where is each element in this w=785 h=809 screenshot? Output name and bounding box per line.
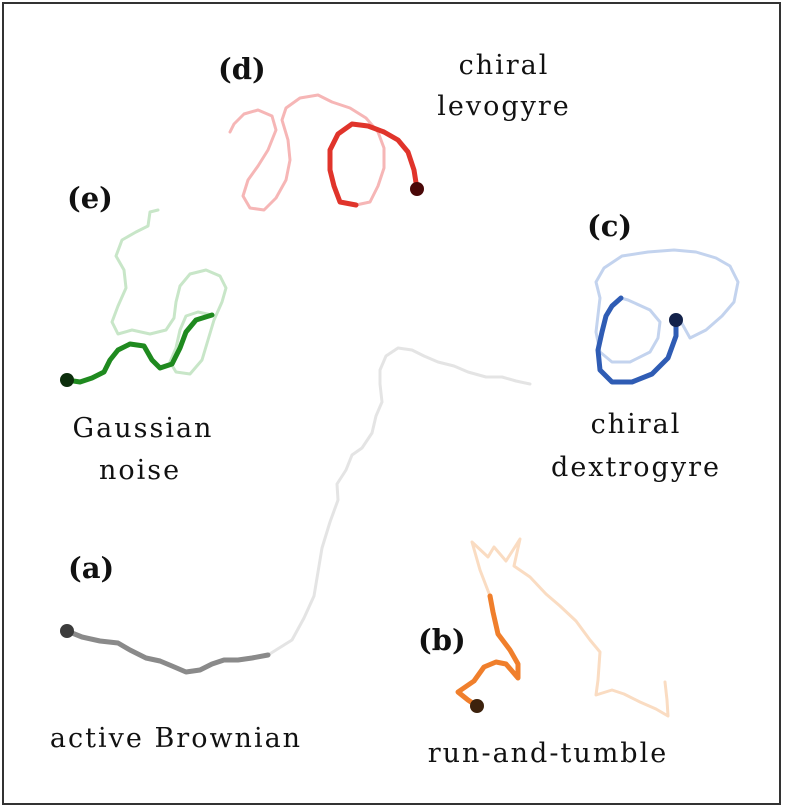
trajectory-d-head [410, 182, 424, 196]
trajectory-b-strong [455, 593, 521, 709]
trajectory-b-head [470, 699, 484, 713]
panel-d-desc-line-2: levogyre [437, 91, 571, 122]
trajectory-a-head [60, 624, 74, 638]
trajectory-a-strong [64, 628, 271, 675]
panel-a-tag: (a) [68, 551, 114, 585]
panel-c [594, 248, 740, 385]
trajectory-e-faint [110, 208, 228, 376]
panel-d-tag: (d) [218, 52, 266, 86]
trajectory-e-head [60, 373, 74, 387]
trajectory-d-faint [228, 93, 386, 212]
panel-d [228, 93, 424, 212]
panel-e-desc-line-2: noise [99, 455, 181, 486]
panel-a [60, 346, 532, 675]
panel-c-desc-line-2: dextrogyre [551, 452, 721, 483]
trajectory-c-strong [595, 295, 679, 385]
panel-b-desc-line-1: run-and-tumble [428, 738, 668, 769]
panel-b [455, 537, 670, 718]
panel-c-tag: (c) [587, 209, 632, 243]
trajectory-d-strong [327, 121, 420, 208]
panel-a-desc-line-1: active Brownian [50, 723, 302, 754]
trajectory-c-faint [594, 248, 740, 364]
trajectory-b-faint [470, 537, 670, 718]
panel-e-tag: (e) [67, 181, 113, 215]
trajectory-e-strong [64, 312, 215, 385]
panel-c-desc-line-1: chiral [591, 409, 682, 440]
panel-d-desc-line-1: chiral [459, 50, 550, 81]
panel-b-tag: (b) [418, 623, 466, 657]
trajectory-c-head [669, 313, 683, 327]
panel-e-desc-line-1: Gaussian [73, 413, 214, 444]
trajectory-a-faint [266, 346, 532, 657]
panel-e [60, 208, 228, 387]
